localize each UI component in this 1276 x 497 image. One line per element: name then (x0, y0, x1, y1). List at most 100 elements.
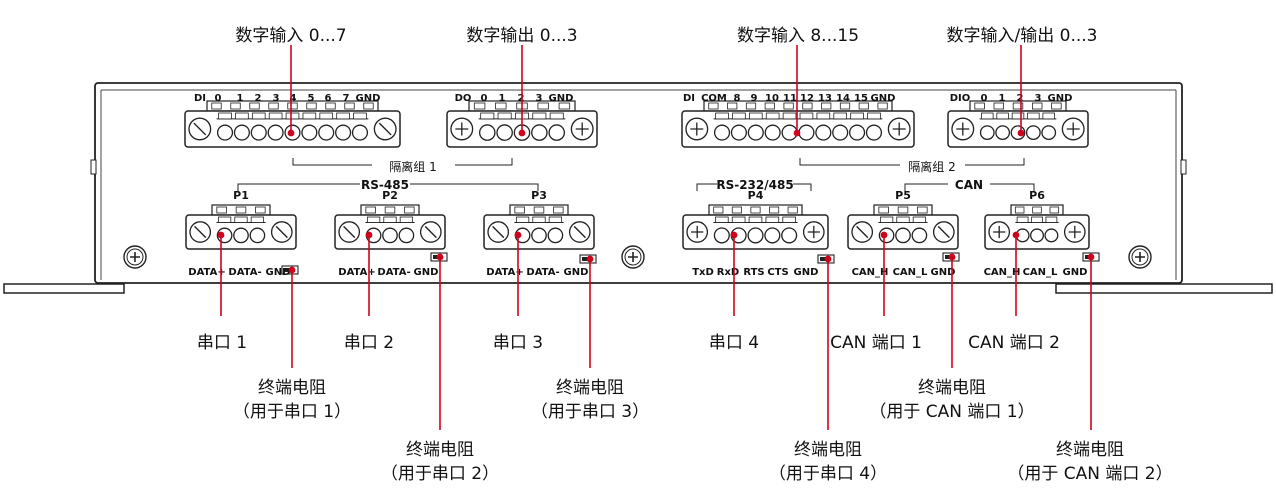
port-pin-label: GND (931, 267, 956, 278)
terminal-screw-icon (713, 227, 730, 244)
leader-do-0-3-dot (518, 129, 526, 137)
terminal-screw-icon (318, 124, 335, 141)
pin-label: 13 (818, 93, 832, 104)
terminal-screw-icon (1044, 228, 1059, 243)
port-pin-label: GND (1063, 267, 1088, 278)
flange-screw-icon (802, 221, 825, 243)
flange-screw-icon (685, 117, 709, 141)
callout-di-0-7: 数字输入 0...7 (235, 26, 347, 46)
callout-do-0-3: 数字输出 0...3 (466, 26, 578, 46)
pin-label: 11 (783, 93, 797, 104)
terminal-screw-icon (478, 124, 496, 141)
flange-screw-icon (338, 221, 361, 243)
port-pin-label: DATA+ (188, 267, 225, 278)
port-pin-label: GND (564, 267, 589, 278)
terminal-screw-icon (1041, 125, 1057, 141)
port-pin-label: DATA+ (338, 267, 375, 278)
port-pin-label: DATA- (228, 267, 261, 278)
pin-label: 0 (215, 93, 222, 104)
callout-term-3: 终端电阻 （用于串口 3） (531, 376, 649, 424)
flange-screw-icon (887, 117, 911, 141)
right-mounting-flange (1055, 283, 1273, 294)
p3-port-connector[interactable] (483, 204, 595, 250)
leader-di-8-15-dot (793, 129, 801, 137)
leader-can-1-dot (880, 231, 888, 239)
leader-serial-3-dot (514, 231, 522, 239)
pin-label: GND (1048, 93, 1073, 104)
port-name-label: P4 (748, 189, 764, 202)
mounting-screw-icon (1128, 245, 1152, 269)
flange-screw-icon (568, 221, 591, 243)
port-name-label: P3 (531, 189, 547, 202)
pin-label: 1 (237, 93, 244, 104)
port-pin-label: GND (414, 267, 439, 278)
port-pin-label: DATA- (377, 267, 410, 278)
leader-term-6-dot (1087, 253, 1095, 261)
port-pin-label: GND (266, 267, 291, 278)
leader-serial-4-dot (730, 231, 738, 239)
pin-label: 0 (981, 93, 988, 104)
callout-di-8-15: 数字输入 8...15 (736, 26, 860, 46)
pin-label: DI (683, 93, 695, 104)
flange-screw-icon (188, 117, 212, 141)
terminal-screw-icon (548, 124, 566, 141)
terminal-screw-icon (747, 227, 764, 244)
p5-port-connector[interactable] (847, 204, 959, 250)
pin-label: 6 (325, 93, 332, 104)
port-pin-label: CTS (767, 267, 788, 278)
terminal-screw-icon (496, 124, 513, 141)
pin-label: 2 (255, 93, 262, 104)
terminal-screw-icon (1025, 125, 1041, 141)
terminal-screw-icon (713, 124, 731, 141)
p4-port-connector[interactable] (682, 204, 829, 250)
p6-port-connector[interactable] (984, 204, 1090, 250)
terminal-screw-icon (764, 124, 781, 141)
callout-serial-4: 串口 4 (708, 333, 760, 353)
dio-0-3-terminal-block[interactable] (947, 100, 1089, 148)
di-0-7-terminal-block[interactable] (184, 100, 401, 148)
port-pin-label: TxD (692, 267, 714, 278)
port-name-label: P5 (895, 189, 911, 202)
pin-label: DIO (950, 93, 971, 104)
port-pin-label: RxD (717, 267, 739, 278)
terminal-screw-icon (764, 227, 781, 244)
port-name-label: P2 (382, 189, 398, 202)
port-pin-label: DATA+ (486, 267, 523, 278)
terminal-screw-icon (398, 227, 415, 244)
pin-label: 15 (854, 93, 868, 104)
pin-label: 1 (999, 93, 1006, 104)
flange-screw-icon (419, 221, 442, 243)
term-4-line2: （用于串口 4） (768, 464, 888, 484)
p1-port-connector[interactable] (185, 204, 297, 250)
pin-label: GND (549, 93, 574, 104)
di-8-15-terminal-block[interactable] (681, 100, 915, 148)
terminal-screw-icon (351, 124, 369, 141)
pin-label: COM (701, 93, 727, 104)
term-1-line1: 终端电阻 (257, 378, 326, 398)
flange-screw-icon (951, 117, 975, 141)
leader-term-5-dot (948, 253, 956, 261)
mounting-screw-icon (621, 245, 645, 269)
pin-label: 7 (343, 93, 350, 104)
terminal-screw-icon (301, 124, 318, 141)
port-name-label: P1 (233, 189, 249, 202)
pin-label: 12 (800, 93, 814, 104)
port-pin-label: CAN_H (984, 267, 1021, 278)
terminal-screw-icon (781, 227, 798, 244)
leader-can-2-dot (1012, 231, 1020, 239)
terminal-screw-icon (849, 124, 866, 141)
leader-term-2-dot (436, 253, 444, 261)
terminal-screw-icon (547, 227, 564, 244)
iso1-bracket (292, 158, 513, 166)
terminal-screw-icon (995, 125, 1011, 141)
pin-label: 14 (836, 93, 850, 104)
flange-screw-icon (1061, 117, 1085, 141)
terminal-screw-icon (382, 227, 398, 244)
pin-label: GND (356, 93, 381, 104)
port-pin-label: CAN_L (1023, 267, 1058, 278)
pin-label: 1 (499, 93, 506, 104)
pin-label: 8 (734, 93, 741, 104)
p2-port-connector[interactable] (334, 204, 446, 250)
term-1-line2: （用于串口 1） (232, 402, 352, 422)
